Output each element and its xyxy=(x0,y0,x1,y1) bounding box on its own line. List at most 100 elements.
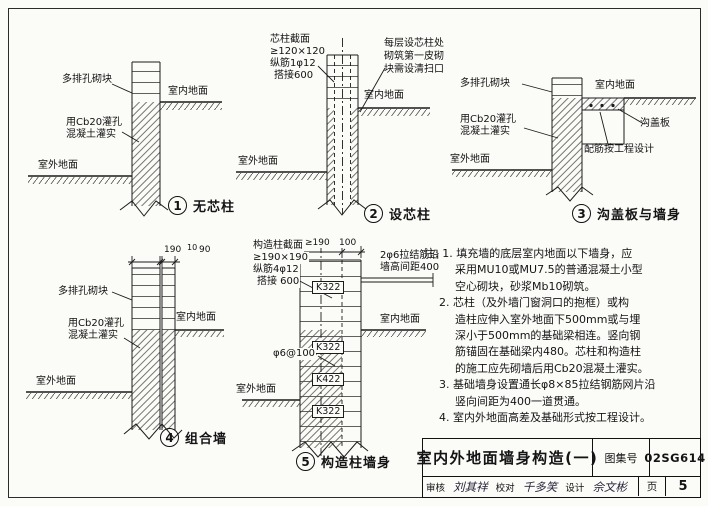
atlas-number: 02SG614 xyxy=(644,439,705,477)
d3-label-cover-plate: 沟盖板 xyxy=(640,118,670,129)
d4-label-grout-2: 混凝土灌实 xyxy=(68,330,118,341)
d5-label-stirrup: φ6@100 xyxy=(272,348,317,360)
d5-label-indoor: 室内地面 xyxy=(380,314,420,325)
note-line-2: 采用MU10或MU7.5的普通混凝土小型 xyxy=(455,263,643,277)
d4-ground-hatch xyxy=(26,331,224,399)
d3-number-badge: 3 xyxy=(572,204,591,223)
d2-caption-text: 设芯柱 xyxy=(389,208,432,223)
d2-break-line xyxy=(317,199,367,216)
design-signature: 佘文彬 xyxy=(592,479,627,494)
d2-drawing xyxy=(236,38,430,216)
d1-number-badge: 1 xyxy=(168,196,187,215)
check-signature: 刘其祥 xyxy=(453,479,488,494)
d5-dim-190: ≥190 xyxy=(304,238,331,248)
d2-number-badge: 2 xyxy=(364,204,383,223)
proof-signature: 千多笑 xyxy=(522,479,558,494)
d4-drawing xyxy=(26,256,224,440)
d5-block-code-k322-a: K322 xyxy=(312,281,345,294)
d2-label-cleanout-3: 块需设清扫口 xyxy=(384,64,444,75)
d1-ground-lines xyxy=(28,101,222,177)
d4-number-badge: 4 xyxy=(160,428,179,447)
d4-caption-text: 组合墙 xyxy=(185,432,228,447)
d5-caption-text: 构造柱墙身 xyxy=(321,456,392,471)
note-line-4: 2. 芯柱（及外墙门窗洞口的抱框）或构 xyxy=(439,296,629,310)
detail-constructional-column-wall: 构造柱截面 ≥190×190 纵筋4φ12 搭接 600 ≥190 100 2φ… xyxy=(230,232,445,480)
note-line-1: 注: 1. 填充墙的底层室内地面以下墙身，应 xyxy=(424,247,633,260)
detail-gutter-cover: 多排孔砌块 室内地面 用Cb20灌孔 混凝土灌实 沟盖板 配筋按工程设计 室外地… xyxy=(448,52,702,238)
d2-ground-lines xyxy=(236,107,430,173)
d1-label-outdoor: 室外地面 xyxy=(38,160,78,171)
d1-caption: 1 无芯柱 xyxy=(168,196,235,215)
signature-row: 审核 刘其祥 校对 千多笑 设计 佘文彬 xyxy=(423,477,639,496)
note-line-8: 的施工应先砌墙后用Cb20混凝土灌实。 xyxy=(455,361,649,375)
d2-core-column-lines xyxy=(334,38,351,214)
d1-caption-text: 无芯柱 xyxy=(193,200,236,215)
d1-label-indoor: 室内地面 xyxy=(168,86,208,97)
d4-caption: 4 组合墙 xyxy=(160,428,227,447)
d3-leader-lines xyxy=(521,83,645,145)
d1-break-line xyxy=(119,200,169,217)
d3-caption-text: 沟盖板与墙身 xyxy=(597,208,682,223)
d4-label-grout-1: 用Cb20灌孔 xyxy=(68,318,125,329)
d2-label-outdoor: 室外地面 xyxy=(238,156,278,167)
d1-label-blocks: 多排孔砌块 xyxy=(62,74,112,85)
note-line-9: 3. 基础墙身设置通长φ8×85拉结钢筋网片沿 xyxy=(439,378,656,392)
d5-break-line xyxy=(291,441,369,458)
d2-label-cleanout-1: 每层设芯柱处 xyxy=(384,38,444,49)
d5-label-column-2: ≥190×190 xyxy=(252,252,309,264)
d5-label-column-1: 构造柱截面 xyxy=(252,240,304,252)
d5-block-code-k322-c: K322 xyxy=(312,405,345,418)
d3-ground-lines xyxy=(452,97,696,171)
d3-label-grout-2: 混凝土灌实 xyxy=(460,126,510,137)
d3-gutter-channel xyxy=(582,110,625,145)
note-line-5: 造柱应伸入室外地面下500mm或与埋 xyxy=(455,312,641,326)
d4-dim-190: 190 xyxy=(164,245,182,255)
d2-label-core-1: 芯柱截面 xyxy=(270,34,310,45)
d5-tie-bars xyxy=(361,273,434,287)
d5-number-badge: 5 xyxy=(296,452,315,471)
d4-wall-leaves xyxy=(131,267,176,430)
d4-label-indoor: 室内地面 xyxy=(176,312,216,323)
d5-dim-100: 100 xyxy=(338,238,358,248)
d4-dimension-line xyxy=(128,256,180,268)
d5-label-column-4: 搭接 600 xyxy=(256,276,301,288)
d1-ground-hatch xyxy=(28,103,222,184)
d4-label-outdoor: 室外地面 xyxy=(36,376,76,387)
d1-label-grout-2: 混凝土灌实 xyxy=(66,129,116,140)
d3-drawing xyxy=(452,77,696,202)
d3-label-indoor: 室内地面 xyxy=(595,80,635,91)
d3-caption: 3 沟盖板与墙身 xyxy=(572,204,681,223)
d3-gutter-cover-plate xyxy=(581,97,625,111)
d4-leader-lines xyxy=(111,291,141,349)
d1-drawing xyxy=(28,61,222,217)
d4-label-blocks: 多排孔砌块 xyxy=(58,286,108,297)
proof-label: 校对 xyxy=(495,482,515,494)
design-label: 设计 xyxy=(565,482,585,494)
detail-composite-wall: 190 10 90 多排孔砌块 用Cb20灌孔 混凝土灌实 室内地面 室外地面 … xyxy=(12,242,228,460)
d4-dim-90: 90 xyxy=(199,245,211,255)
d5-block-code-k422: K422 xyxy=(312,373,345,386)
d2-label-core-4: 搭接600 xyxy=(274,70,314,81)
detail-core-column: 芯柱截面 ≥120×120 纵筋1φ12 搭接600 每层设芯柱处 砌筑第一皮砌… xyxy=(228,22,446,240)
note-line-11: 4. 室内外地面高差及基础形式按工程设计。 xyxy=(439,411,651,425)
construction-notes: 注: 1. 填充墙的底层室内地面以下墙身，应 采用MU10或MU7.5的普通混凝… xyxy=(424,246,702,426)
d3-break-line xyxy=(545,186,594,202)
d3-label-outdoor: 室外地面 xyxy=(450,154,490,165)
d2-label-core-2: ≥120×120 xyxy=(270,46,325,57)
d5-ground-lines xyxy=(242,329,426,401)
page-frame xyxy=(8,8,701,498)
d1-leader-lines xyxy=(111,83,140,143)
d5-label-column-3: 纵筋4φ12 xyxy=(252,264,300,276)
d5-block-code-k322-b: K322 xyxy=(312,341,345,354)
note-line-6: 深小于500mm的基础梁相连。竖向钢 xyxy=(455,329,641,343)
d2-ground-hatch xyxy=(236,109,430,180)
d3-label-grout-1: 用Cb20灌孔 xyxy=(460,114,517,125)
page-number-label: 页 xyxy=(639,477,666,496)
d5-label-tie-1: 2φ6拉结筋沿 xyxy=(380,250,440,261)
sheet-title: 室内外地面墙身构造(一) xyxy=(417,439,597,477)
d5-label-tie-2: 墙高间距400 xyxy=(380,262,440,273)
title-block: 室内外地面墙身构造(一) 图集号 02SG614 审核 刘其祥 校对 千多笑 设… xyxy=(417,438,705,498)
d5-ground-hatch xyxy=(242,331,426,407)
page-number: 5 xyxy=(678,479,688,494)
